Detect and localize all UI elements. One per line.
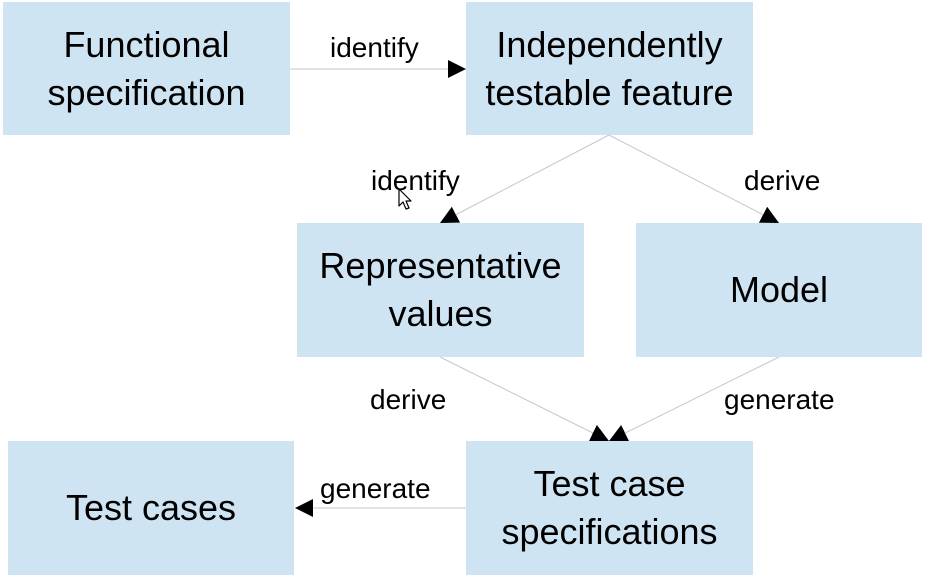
- node-functional-specification[interactable]: Functional specification: [3, 2, 290, 135]
- edge-feature-to-values: [439, 134, 610, 224]
- node-test-cases[interactable]: Test cases: [8, 441, 294, 575]
- node-model[interactable]: Model: [636, 223, 922, 357]
- edge-label-spec-to-feature: identify: [330, 32, 419, 63]
- node-representative-values[interactable]: Representative values: [297, 223, 584, 357]
- edge-label-specs-to-cases: generate: [320, 473, 431, 504]
- node-independently-testable-feature-label: Independently testable feature: [485, 23, 734, 113]
- node-test-case-specifications[interactable]: Test case specifications: [466, 441, 753, 575]
- edge-label-values-to-specs: derive: [370, 384, 447, 415]
- node-model-label: Model: [729, 269, 829, 310]
- edge-label-feature-to-values: identify: [371, 165, 460, 196]
- node-functional-specification-label: Functional specification: [47, 23, 246, 113]
- node-representative-values-label: Representative values: [319, 245, 562, 334]
- node-test-case-specifications-label: Test case specifications: [501, 463, 718, 552]
- node-test-cases-label: Test cases: [65, 487, 237, 528]
- edge-label-model-to-specs: generate: [724, 384, 835, 415]
- node-independently-testable-feature[interactable]: Independently testable feature: [466, 2, 753, 135]
- edge-label-feature-to-model: derive: [744, 165, 821, 196]
- edge-feature-to-model: [608, 134, 780, 224]
- edge-values-to-specs: [439, 356, 610, 442]
- edge-model-to-specs: [608, 356, 780, 442]
- mouse-pointer-icon: [398, 188, 412, 210]
